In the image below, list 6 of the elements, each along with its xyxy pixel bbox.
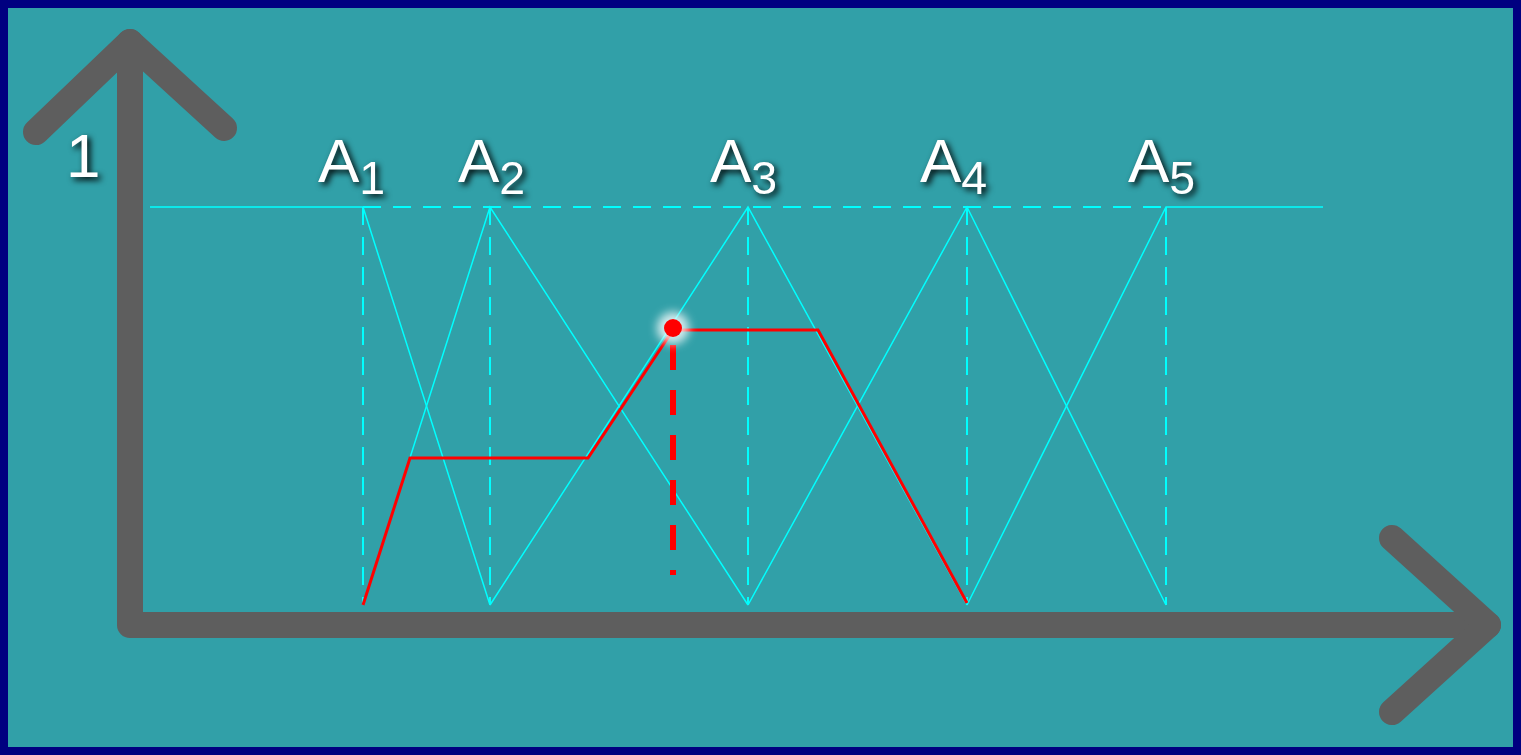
- fuzzy-set-label: A$_{1}$: [318, 130, 386, 192]
- axis-value: 1: [66, 125, 101, 187]
- fuzzy-set-label: A$_{4}$: [920, 130, 988, 192]
- fuzzy-set-label: A$_{3}$: [710, 130, 778, 192]
- fuzzy-set-label: A$_{5}$: [1128, 130, 1196, 192]
- fuzzy-set-label: A$_{2}$: [458, 130, 526, 192]
